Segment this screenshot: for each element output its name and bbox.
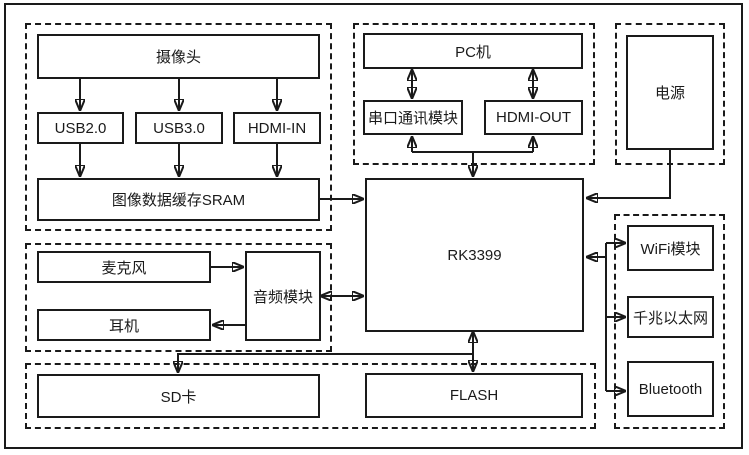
node-power-supply: 电源	[626, 35, 714, 150]
node-serial-module: 串口通讯模块	[363, 100, 463, 135]
node-camera: 摄像头	[37, 34, 320, 79]
node-bluetooth: Bluetooth	[627, 361, 714, 417]
node-earphone: 耳机	[37, 309, 211, 341]
storage-group-box	[25, 363, 596, 429]
node-sd-card: SD卡	[37, 374, 320, 418]
node-pc: PC机	[363, 33, 583, 69]
edge-power-soc	[587, 150, 671, 198]
node-gigabit-ethernet: 千兆以太网	[627, 296, 714, 338]
node-audio-module: 音频模块	[245, 251, 321, 341]
node-flash: FLASH	[365, 373, 583, 418]
node-wifi-module: WiFi模块	[627, 225, 714, 271]
node-rk3399-soc: RK3399	[365, 178, 584, 332]
node-hdmi-in: HDMI-IN	[233, 112, 321, 144]
node-image-sram: 图像数据缓存SRAM	[37, 178, 320, 221]
camera-input-group-box	[25, 23, 332, 231]
node-usb3: USB3.0	[135, 112, 223, 144]
diagram-outer-border	[4, 3, 743, 449]
node-usb2: USB2.0	[37, 112, 124, 144]
node-hdmi-out: HDMI-OUT	[484, 100, 583, 135]
edge-soc-sd	[178, 353, 473, 372]
node-microphone: 麦克风	[37, 251, 211, 283]
